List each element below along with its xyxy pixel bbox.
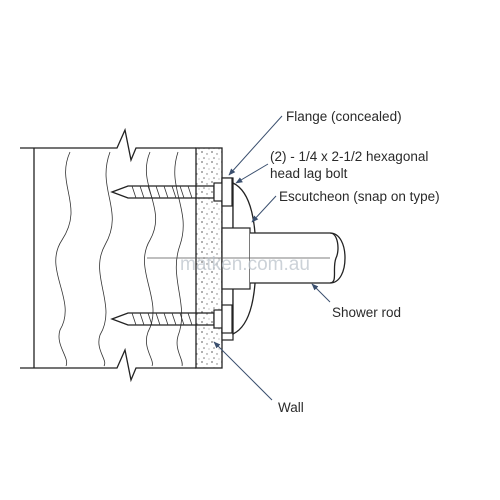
upper-lag-bolt: [110, 177, 233, 207]
lower-lag-bolt: [110, 304, 233, 334]
watermark: matken.com.au: [180, 254, 310, 275]
wall-section: [20, 127, 196, 383]
label-flange: Flange (concealed): [286, 109, 402, 124]
leader-lines: [213, 115, 331, 401]
rod-fitting: [221, 227, 251, 290]
label-bolt-line1: (2) - 1/4 x 2-1/2 hexagonal: [270, 149, 428, 164]
label-bolt-line2: head lag bolt: [270, 166, 348, 181]
label-escutcheon: Escutcheon (snap on type): [279, 189, 440, 204]
label-wall: Wall: [278, 400, 304, 415]
label-shower-rod: Shower rod: [332, 305, 401, 320]
